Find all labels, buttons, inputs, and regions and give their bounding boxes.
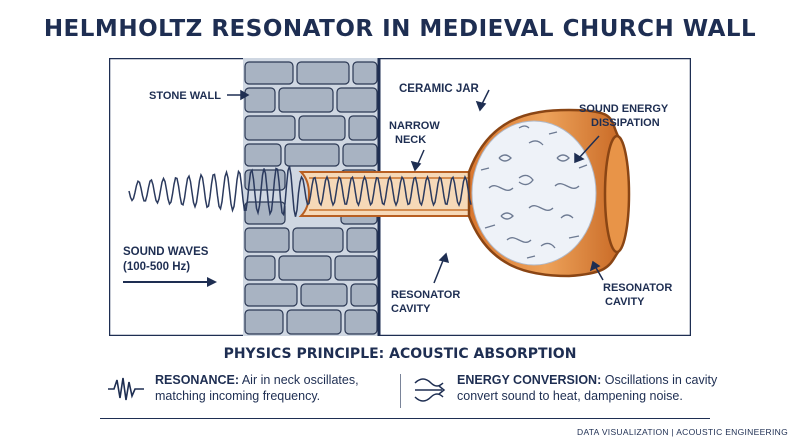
label-cavity-left: CAVITY [391,303,431,315]
card-divider [400,374,401,408]
footer-rule [100,418,710,419]
resonance-label: RESONANCE: [155,373,240,387]
label-narrow-neck: NARROW [389,120,440,132]
label-sound-waves: SOUND WAVES [123,246,209,258]
wind-arrows-icon [414,378,446,402]
resonance-text-2: matching incoming frequency. [155,389,321,403]
sound-waves-arrow [123,277,217,287]
label-stone-wall: STONE WALL [149,90,221,102]
pointer-arrows [227,89,604,284]
energy-swirls [480,125,588,259]
energy-conversion-label: ENERGY CONVERSION: [457,373,602,387]
resonance-text: Air in neck oscillates, [239,373,359,387]
label-cavity-right: CAVITY [605,296,645,308]
label-narrow-neck-2: NECK [395,134,426,146]
page-title: HELMHOLTZ RESONATOR IN MEDIEVAL CHURCH W… [43,16,757,42]
physics-principle-heading: PHYSICS PRINCIPLE: ACOUSTIC ABSORPTION [223,346,577,362]
narrow-neck [298,171,470,217]
energy-conversion-text: Oscillations in cavity [601,373,718,387]
label-resonator-cavity-right: RESONATOR [603,282,672,294]
label-sound-energy: SOUND ENERGY [579,103,669,115]
resonator-diagram: STONE WALL CERAMIC JAR NARROW NECK SOUND… [109,58,691,336]
label-frequency-range: (100-500 Hz) [123,261,190,273]
energy-conversion-text-2: convert sound to heat, dampening noise. [457,389,683,403]
wave-spring-icon [108,377,144,401]
label-ceramic-jar: CERAMIC JAR [399,83,480,95]
footer-credit: DATA VISUALIZATION | ACOUSTIC ENGINEERIN… [577,427,788,437]
energy-conversion-card: ENERGY CONVERSION: Oscillations in cavit… [457,372,717,404]
resonance-card: RESONANCE: Air in neck oscillates, match… [155,372,359,404]
sound-waves [128,165,472,217]
label-resonator-cavity-left: RESONATOR [391,289,460,301]
label-dissipation: DISSIPATION [591,117,660,129]
ceramic-jar [467,108,631,278]
